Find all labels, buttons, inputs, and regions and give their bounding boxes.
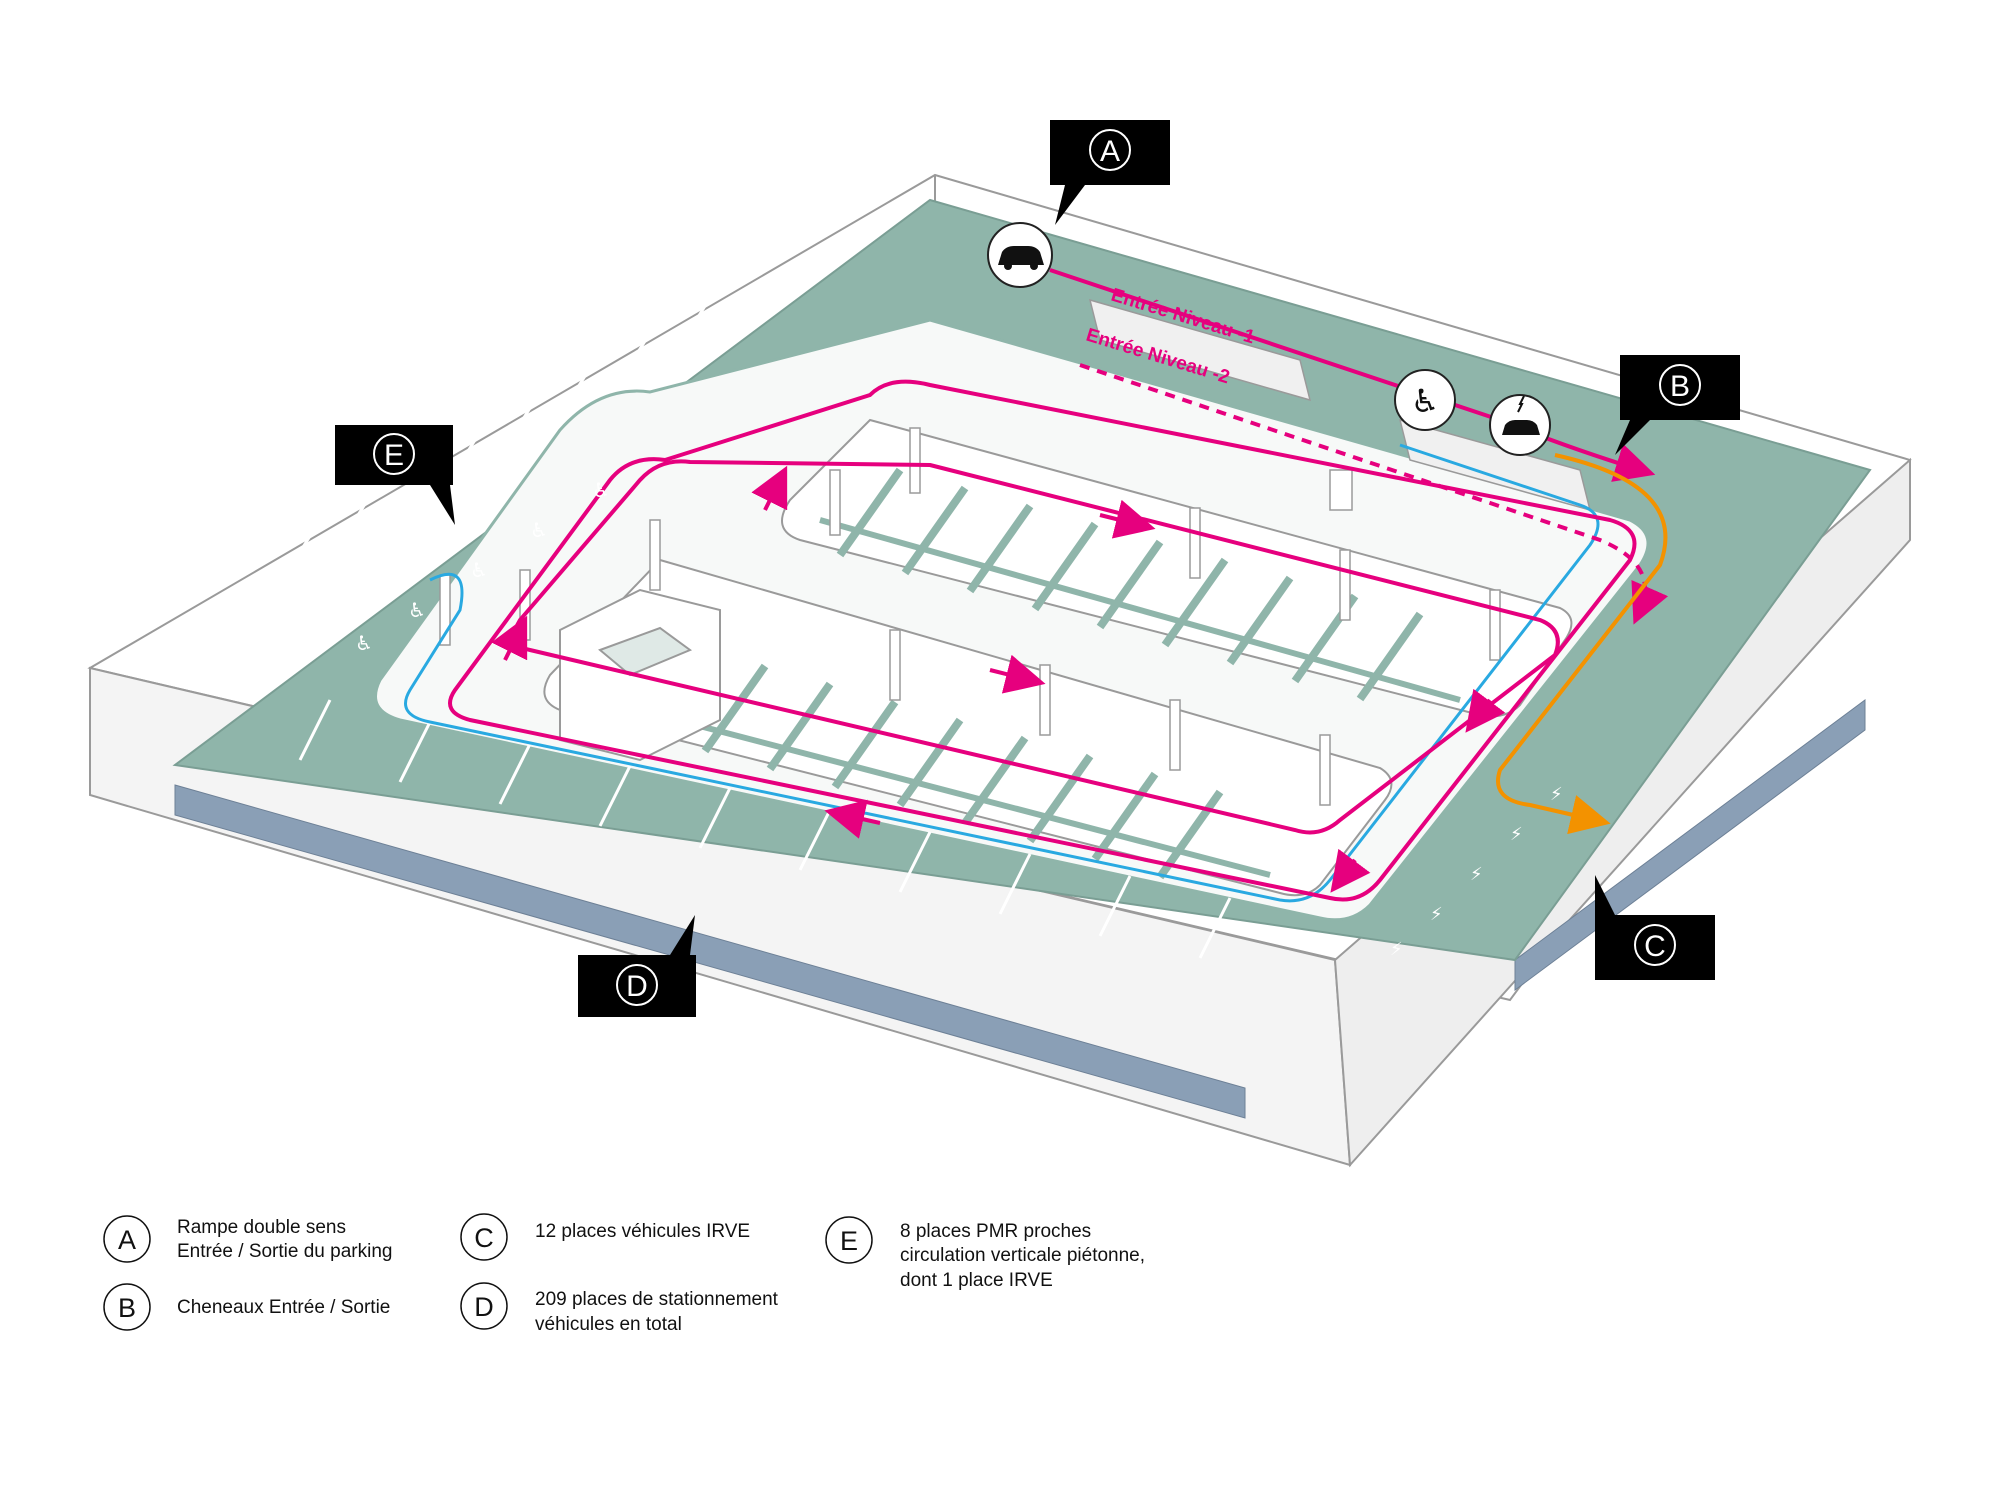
route-entry-level-2: [1079, 363, 1669, 625]
callout-E: E: [335, 425, 455, 525]
svg-text:⚡: ⚡: [1510, 824, 1523, 845]
svg-text:Entrée / Sortie du parking: Entrée / Sortie du parking: [177, 1241, 392, 1262]
callout-D: D: [578, 915, 696, 1017]
legend-item-A: A Rampe double sens Entrée / Sortie du p…: [103, 1215, 392, 1263]
svg-text:Rampe double sens: Rampe double sens: [177, 1217, 346, 1238]
lower-level-band: [174, 784, 1246, 1119]
svg-text:C: C: [1644, 930, 1666, 963]
route-arrows: [491, 465, 1506, 893]
svg-text:⚡: ⚡: [1470, 864, 1483, 885]
route-main-loop-outer: [448, 379, 1637, 902]
svg-text:209 places de stationnement: 209 places de stationnement: [535, 1289, 779, 1310]
route-exit-orange: [1496, 453, 1668, 835]
route-main-loop-inner: [512, 459, 1560, 835]
legend-item-B: B Cheneaux Entrée / Sortie: [103, 1283, 390, 1331]
wheelchair-icon: ♿: [1394, 369, 1456, 431]
svg-text:D: D: [474, 1292, 494, 1322]
svg-text:E: E: [384, 439, 404, 472]
svg-text:A: A: [1100, 135, 1120, 168]
svg-text:C: C: [474, 1223, 494, 1253]
ev-charging-car-icon: [1489, 394, 1551, 456]
wheelchair-parking-icon: ♿ ♿ ♿ ♿ ♿: [355, 478, 610, 655]
svg-text:♿: ♿: [408, 598, 426, 622]
central-bay-dividers: [599, 517, 1461, 878]
legend-item-D: D 209 places de stationnement véhicules …: [460, 1282, 779, 1335]
svg-text:véhicules en total: véhicules en total: [535, 1314, 682, 1335]
legend-item-C: C 12 places véhicules IRVE: [460, 1213, 750, 1261]
callout-C: C: [1595, 875, 1715, 980]
ev-plug-icon: ⚡ ⚡ ⚡ ⚡ ⚡: [1390, 784, 1563, 960]
svg-text:♿: ♿: [1411, 382, 1440, 420]
svg-text:Cheneaux Entrée / Sortie: Cheneaux Entrée / Sortie: [177, 1297, 390, 1318]
svg-text:⚡: ⚡: [1390, 939, 1403, 960]
callout-B: B: [1615, 355, 1740, 455]
svg-text:♿: ♿: [530, 518, 548, 542]
svg-text:12 places véhicules IRVE: 12 places véhicules IRVE: [535, 1221, 750, 1242]
callout-A: A: [1050, 120, 1170, 225]
legend: A Rampe double sens Entrée / Sortie du p…: [103, 1213, 1145, 1335]
peripheral-bays: [268, 249, 1232, 959]
svg-text:B: B: [118, 1293, 136, 1323]
svg-text:⚡: ⚡: [1550, 784, 1563, 805]
svg-text:A: A: [118, 1225, 136, 1255]
svg-text:♿: ♿: [355, 631, 373, 655]
svg-text:♿: ♿: [470, 558, 488, 582]
svg-text:B: B: [1670, 370, 1690, 403]
car-icon: [987, 222, 1053, 288]
legend-item-E: E 8 places PMR proches circulation verti…: [825, 1216, 1145, 1291]
svg-text:D: D: [626, 970, 648, 1003]
svg-text:circulation verticale piétonne: circulation verticale piétonne,: [900, 1245, 1145, 1266]
central-bays: [636, 467, 1424, 880]
svg-text:⚡: ⚡: [1430, 904, 1443, 925]
svg-text:8 places PMR proches: 8 places PMR proches: [900, 1221, 1091, 1242]
entrance-ramp: [1088, 298, 1592, 512]
svg-text:♿: ♿: [592, 478, 610, 502]
svg-text:dont 1 place IRVE: dont 1 place IRVE: [900, 1270, 1053, 1291]
svg-text:E: E: [840, 1226, 858, 1256]
